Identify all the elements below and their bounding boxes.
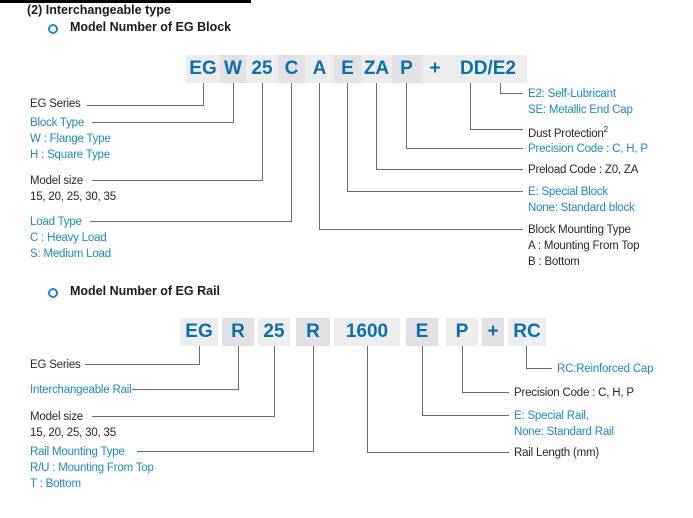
label-rc-reinforced-cap: RC:Reinforced Cap xyxy=(557,363,654,375)
label-preload: Preload Code : Z0, ZA xyxy=(528,164,639,176)
block-code-seg-load: C xyxy=(278,55,305,83)
label-special-block: E: Special Block xyxy=(528,186,608,198)
label-standard-block: None: Standard block xyxy=(528,202,635,214)
page-top-rule xyxy=(0,0,251,3)
label-dust-protection: Dust Protection2 xyxy=(528,122,608,142)
label-rail-length: Rail Length (mm) xyxy=(514,447,599,459)
bullet-icon xyxy=(48,288,58,298)
block-code-seg-size: 25 xyxy=(246,55,278,83)
connector-rail-mounting xyxy=(137,346,314,452)
block-code-seg-eg: EG xyxy=(186,55,220,83)
connector-special-block xyxy=(347,83,523,192)
block-code-seg-za: ZA xyxy=(361,55,392,83)
label-block-precision: Precision Code : C, H, P xyxy=(528,143,648,155)
connector-rc xyxy=(526,346,552,369)
rail-code-seg-mount: R xyxy=(296,318,330,346)
rail-heading: Model Number of EG Rail xyxy=(70,284,221,298)
label-block-mounting: Block Mounting Type xyxy=(528,224,631,236)
block-code-seg-plus: + xyxy=(421,55,449,83)
connector-rail-model-size xyxy=(92,346,275,417)
label-rail-mounting: Rail Mounting Type xyxy=(30,446,125,458)
label-rail-model-size-values: 15, 20, 25, 30, 35 xyxy=(30,427,116,439)
label-block-mounting-b: B : Bottom xyxy=(528,256,580,268)
label-rail-mounting-ru: R/U : Mounting From Top xyxy=(30,462,154,474)
connector-rail-length xyxy=(367,346,509,453)
block-code-seg-dde2: DD/E2 xyxy=(449,55,527,83)
block-code-seg-mount: A xyxy=(305,55,334,83)
rail-code-seg-rc: RC xyxy=(508,318,546,346)
label-e2-self-lubricant: E2: Self-Lubricant xyxy=(528,88,616,100)
dust-protection-text: Dust Protection xyxy=(528,127,604,140)
connector-block-precision xyxy=(406,83,523,149)
connector-block-type xyxy=(92,83,234,123)
connector-special-rail xyxy=(422,346,509,416)
connector-block-model-size xyxy=(92,83,263,181)
rail-code-seg-length: 1600 xyxy=(334,318,400,346)
label-rail-precision: Precision Code : C, H, P xyxy=(514,387,634,399)
label-block-mounting-a: A : Mounting From Top xyxy=(528,240,640,252)
connector-load-type xyxy=(90,83,292,222)
rail-code-seg-r: R xyxy=(222,318,254,346)
label-load-type-c: C : Heavy Load xyxy=(30,232,107,244)
label-standard-rail: None: Standard Rail xyxy=(514,426,614,438)
block-code-seg-p: P xyxy=(392,55,421,83)
dust-protection-footnote: 2 xyxy=(603,125,608,134)
block-heading: Model Number of EG Block xyxy=(70,20,232,34)
label-block-type-h: H : Square Type xyxy=(30,149,110,161)
connector-interchangeable-rail xyxy=(132,346,239,390)
connector-rail-eg-series xyxy=(85,346,200,365)
rail-code-seg-plus: + xyxy=(482,318,504,346)
connector-block-eg-series xyxy=(87,83,204,106)
label-load-type: Load Type xyxy=(30,216,82,228)
connector-e2 xyxy=(500,83,523,94)
label-load-type-s: S: Medium Load xyxy=(30,248,111,260)
label-rail-mounting-t: T : Bottom xyxy=(30,478,81,490)
label-block-model-size-values: 15, 20, 25, 30, 35 xyxy=(30,191,116,203)
section-title: (2) Interchangeable type xyxy=(27,3,171,17)
connector-preload xyxy=(376,83,523,170)
label-block-model-size: Model size xyxy=(30,175,83,187)
connector-rail-precision xyxy=(462,346,509,393)
rail-code-seg-p: P xyxy=(446,318,478,346)
label-interchangeable-rail: Interchangeable Rail xyxy=(30,384,132,396)
label-se-metallic-endcap: SE: Metallic End Cap xyxy=(528,104,633,116)
rail-code-seg-eg: EG xyxy=(180,318,218,346)
rail-code-seg-size: 25 xyxy=(258,318,290,346)
label-rail-model-size: Model size xyxy=(30,411,83,423)
label-block-type-w: W : Flange Type xyxy=(30,133,111,145)
connector-block-mounting xyxy=(319,83,523,230)
label-block-eg-series: EG Series xyxy=(30,98,81,110)
rail-code-seg-e: E xyxy=(406,318,438,346)
label-rail-eg-series: EG Series xyxy=(30,359,81,371)
block-code-seg-e: E xyxy=(334,55,361,83)
connector-dust-protection xyxy=(470,83,523,130)
block-code-seg-w: W xyxy=(220,55,246,83)
label-special-rail: E: Special Rail, xyxy=(514,410,589,422)
label-block-type: Block Type xyxy=(30,117,85,129)
bullet-icon xyxy=(48,24,58,34)
